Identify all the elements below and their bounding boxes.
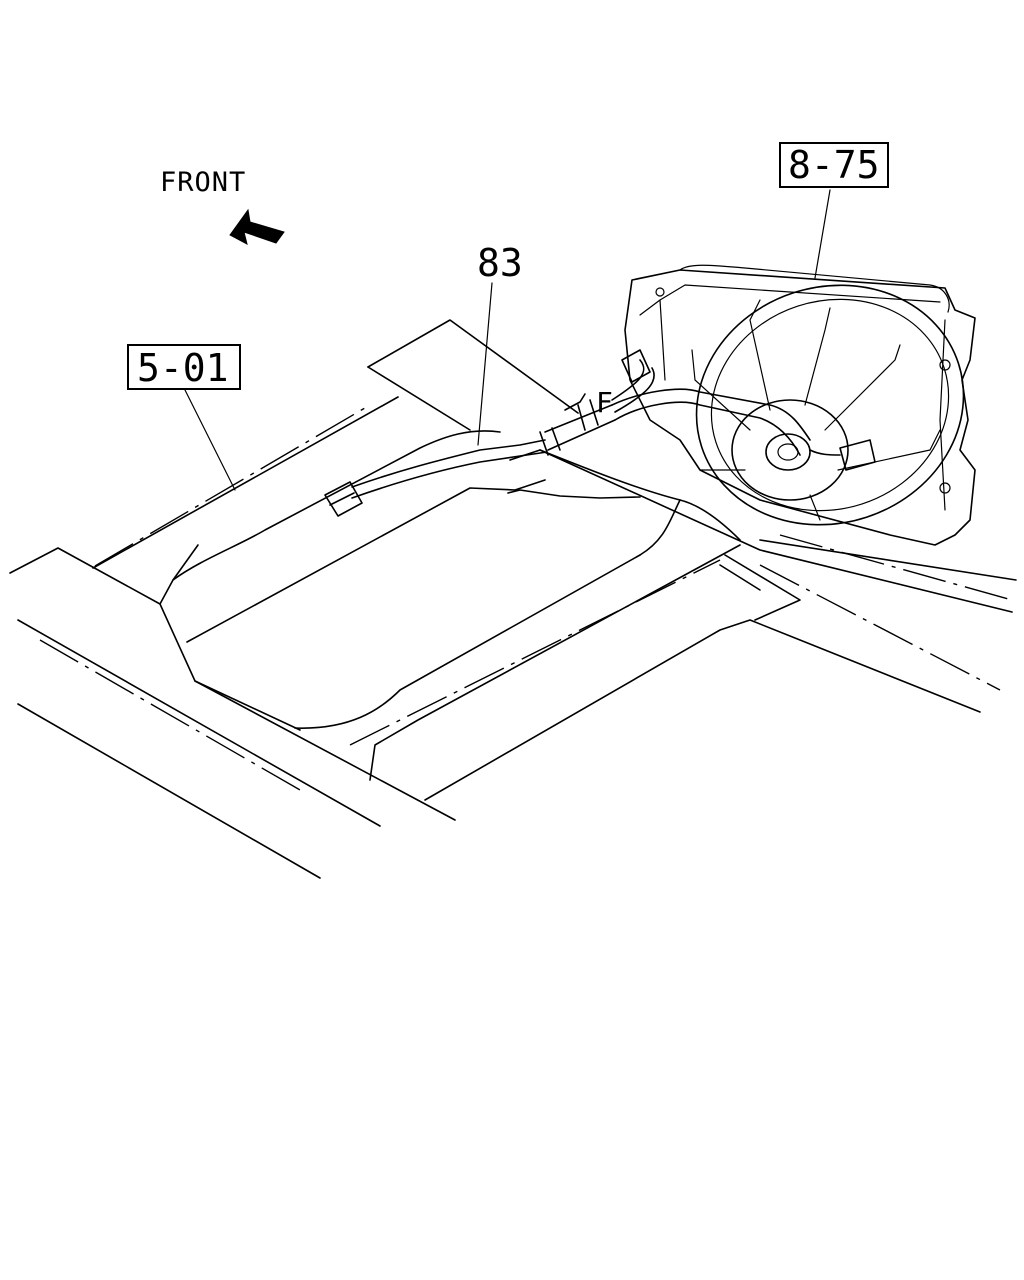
view-mark-f: F [596,386,613,419]
ref-label-5-01: 5-01 [127,344,241,390]
wiring-harness [324,349,876,517]
leader-lines [184,189,831,491]
ref-5-01-text: 5-01 [137,346,229,390]
part-number-83: 83 [477,241,523,285]
ref-label-8-75: 8-75 [779,142,889,188]
chassis-frame [9,319,1017,879]
ref-8-75-text: 8-75 [788,143,880,187]
condenser-fan-assembly [624,264,976,546]
front-label: FRONT [160,167,246,198]
arrow-front-icon [229,208,285,245]
